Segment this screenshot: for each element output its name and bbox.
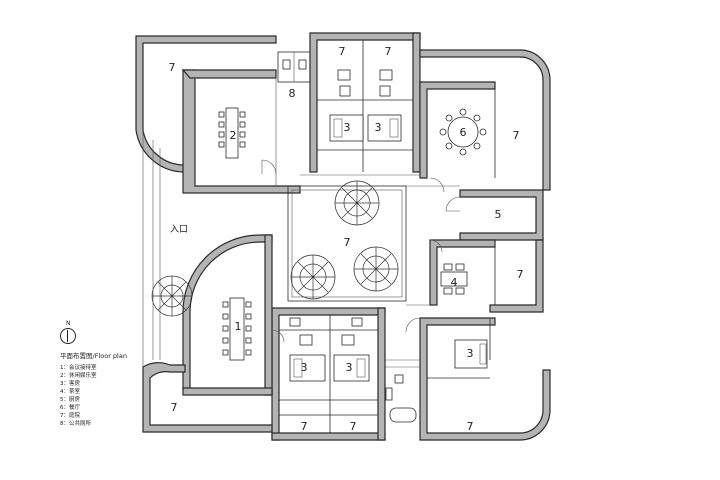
room-label-2: 2 [230,129,237,142]
legend-item: 3：客房 [60,381,80,387]
room2-table [225,107,239,159]
legend-item: 8：公共厕所 [60,421,91,427]
room-label-7-e: 7 [517,268,524,281]
room-label-7-bot-a: 7 [301,420,308,433]
room-label-7-nw: 7 [169,61,176,74]
bed-bottom-left [289,354,326,382]
legend-item: 5：厨房 [60,397,80,403]
room-label-3e: 3 [467,347,474,360]
interior-lines [142,40,496,433]
room1-bottom-wall [182,387,273,396]
room-label-7-court: 7 [344,236,351,249]
trees [151,180,399,317]
compass-label: N [66,320,71,327]
bed-bottom-right [333,354,370,382]
tree-icon [353,246,399,292]
furniture [218,59,488,423]
top-block-wall [309,32,421,173]
bed-se [454,339,488,369]
room-label-3b: 3 [375,121,382,134]
se-wall [419,317,551,441]
bed-top-right [367,114,402,142]
room-label-1: 1 [235,320,242,333]
room-label-7-ne: 7 [513,129,520,142]
kitchen-wall [459,189,544,241]
room-label-7-top-b: 7 [385,45,392,58]
nw-wall [135,35,277,173]
tea-table [440,271,468,287]
legend-title: 平面布置图/Floor plan [60,352,127,360]
north-arrow-icon: N [60,320,76,344]
room-label-7-se: 7 [467,420,474,433]
room-label-4: 4 [451,276,458,289]
room-label-3d: 3 [346,361,353,374]
bottom-block-floor [271,432,386,441]
dining-table [447,116,479,148]
legend-item: 6：餐厅 [60,405,80,411]
room-label-7-sw: 7 [171,401,178,414]
ne-wall [419,49,551,191]
room-label-5: 5 [495,208,502,221]
room1-curved-wall [182,234,273,391]
legend-item: 4：茶室 [60,389,80,395]
central-courtyard [287,185,407,302]
room1-right-wall [264,234,273,396]
legend-item: 1：会议接待室 [60,365,97,371]
room-label-3a: 3 [344,121,351,134]
sw-wall [142,362,273,433]
tree-icon [290,254,336,300]
room-label-3c: 3 [301,361,308,374]
room2-top-wall [181,69,277,79]
room2-wall [182,69,301,194]
room-label-8: 8 [289,87,296,100]
legend-item: 2：休闲娱乐室 [60,373,97,379]
exterior-walls [135,32,551,441]
east-wall [489,239,544,313]
bottom-block-right [377,307,386,441]
room-label-7-bot-b: 7 [350,420,357,433]
room1-table [229,297,245,361]
top-block-right-wall [412,32,421,173]
entrance-label: 入口 [170,224,188,235]
room-label-7-top-a: 7 [339,45,346,58]
room6-wall [419,81,496,179]
room-labels: 1 2 3 3 3 3 3 4 5 6 7 7 7 7 7 7 7 7 7 7 … [169,45,524,433]
tree-icon [151,275,193,317]
bed-top-left [329,114,364,142]
bathtub [389,407,417,423]
legend: N 平面布置图/Floor plan 1：会议接待室 2：休闲娱乐室 3：客房 … [60,320,180,428]
tree-icon [334,180,380,226]
room-label-6: 6 [460,126,467,139]
legend-item: 7：庭院 [60,413,80,419]
